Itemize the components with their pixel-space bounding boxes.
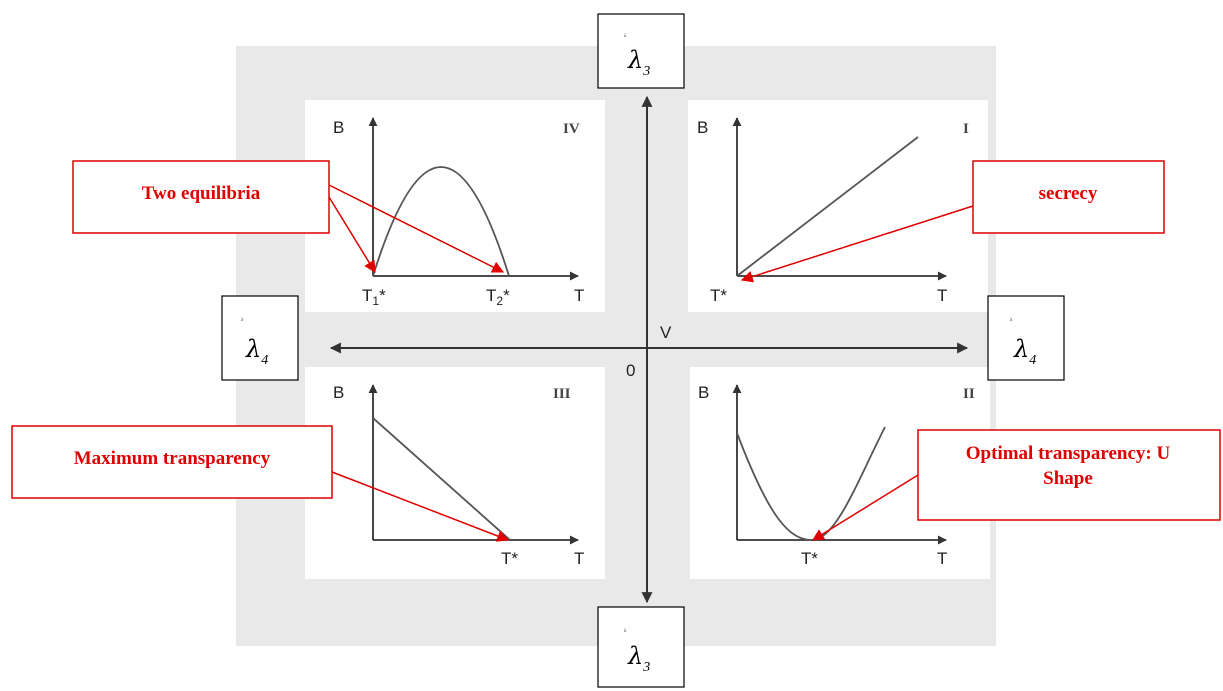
quadrant-iii-x-label: T <box>574 549 584 568</box>
svg-text:λ: λ <box>624 34 627 39</box>
svg-text:secrecy: secrecy <box>1039 183 1098 204</box>
lambda-box-right: λ λ4 <box>987 295 1065 381</box>
quadrant-i-tick: T* <box>710 286 727 305</box>
svg-text:Two equilibria: Two equilibria <box>142 183 261 204</box>
quadrant-i-line <box>736 136 919 277</box>
callout-arrow-optimal <box>811 474 919 541</box>
callout-arrow-t2 <box>328 184 505 273</box>
lambda-box-bottom: λ λ3 <box>597 606 685 688</box>
quadrant-iv-roman: IV <box>563 121 580 137</box>
svg-text:Maximum transparency: Maximum transparency <box>74 448 271 469</box>
quadrant-ii-x-label: T <box>937 549 947 568</box>
svg-text:λ4: λ4 <box>245 335 268 368</box>
quadrant-iv: B IV T1* T2* T <box>333 117 584 308</box>
svg-text:λ: λ <box>624 629 627 634</box>
quadrant-iii-roman: III <box>553 386 571 402</box>
lambda-box-top: λ λ3 <box>597 13 685 89</box>
quadrant-ii-roman: II <box>963 386 975 402</box>
callout-optimal-transparency: Optimal transparency: U Shape <box>917 429 1221 521</box>
quadrant-iv-x-label: T <box>574 286 584 305</box>
quadrant-iv-y-label: B <box>333 118 344 137</box>
quadrant-iv-curve <box>372 166 510 277</box>
quadrant-i-y-label: B <box>697 118 708 137</box>
callout-arrow-secrecy <box>740 205 974 283</box>
svg-text:λ4: λ4 <box>1013 335 1036 368</box>
callout-arrow-maximum <box>331 471 510 542</box>
quadrant-ii-y-label: B <box>698 383 709 402</box>
callout-secrecy: secrecy <box>972 160 1165 234</box>
v-axis-label: V <box>660 323 672 342</box>
quadrant-iii-y-label: B <box>333 383 344 402</box>
callout-arrow-t1 <box>328 196 376 274</box>
quadrant-iii-line <box>372 417 511 541</box>
quadrant-i-panel <box>688 100 988 312</box>
svg-text:λ: λ <box>241 318 244 323</box>
svg-text:λ3: λ3 <box>627 46 650 79</box>
quadrant-ii-tick: T* <box>801 549 818 568</box>
quadrant-i-x-label: T <box>937 286 947 305</box>
quadrant-iii: B III T* T <box>333 383 584 568</box>
quadrant-iv-tick-t1: T1* <box>362 286 386 308</box>
callout-maximum-transparency: Maximum transparency <box>11 425 333 499</box>
svg-text:λ3: λ3 <box>627 642 650 675</box>
quadrant-iv-panel <box>305 100 605 312</box>
svg-text:Shape: Shape <box>1043 468 1093 489</box>
quadrant-iii-tick: T* <box>501 549 518 568</box>
callout-two-equilibria: Two equilibria <box>72 160 330 234</box>
lambda-box-left: λ λ4 <box>221 295 299 381</box>
quadrant-iii-panel <box>305 367 605 579</box>
origin-label: 0 <box>626 361 635 380</box>
quadrant-i: B I T* T <box>697 117 969 305</box>
svg-text:λ: λ <box>1010 318 1013 323</box>
quadrant-i-roman: I <box>963 121 969 137</box>
svg-text:Optimal transparency: U: Optimal transparency: U <box>966 443 1171 464</box>
quadrant-iv-tick-t2: T2* <box>486 286 510 308</box>
